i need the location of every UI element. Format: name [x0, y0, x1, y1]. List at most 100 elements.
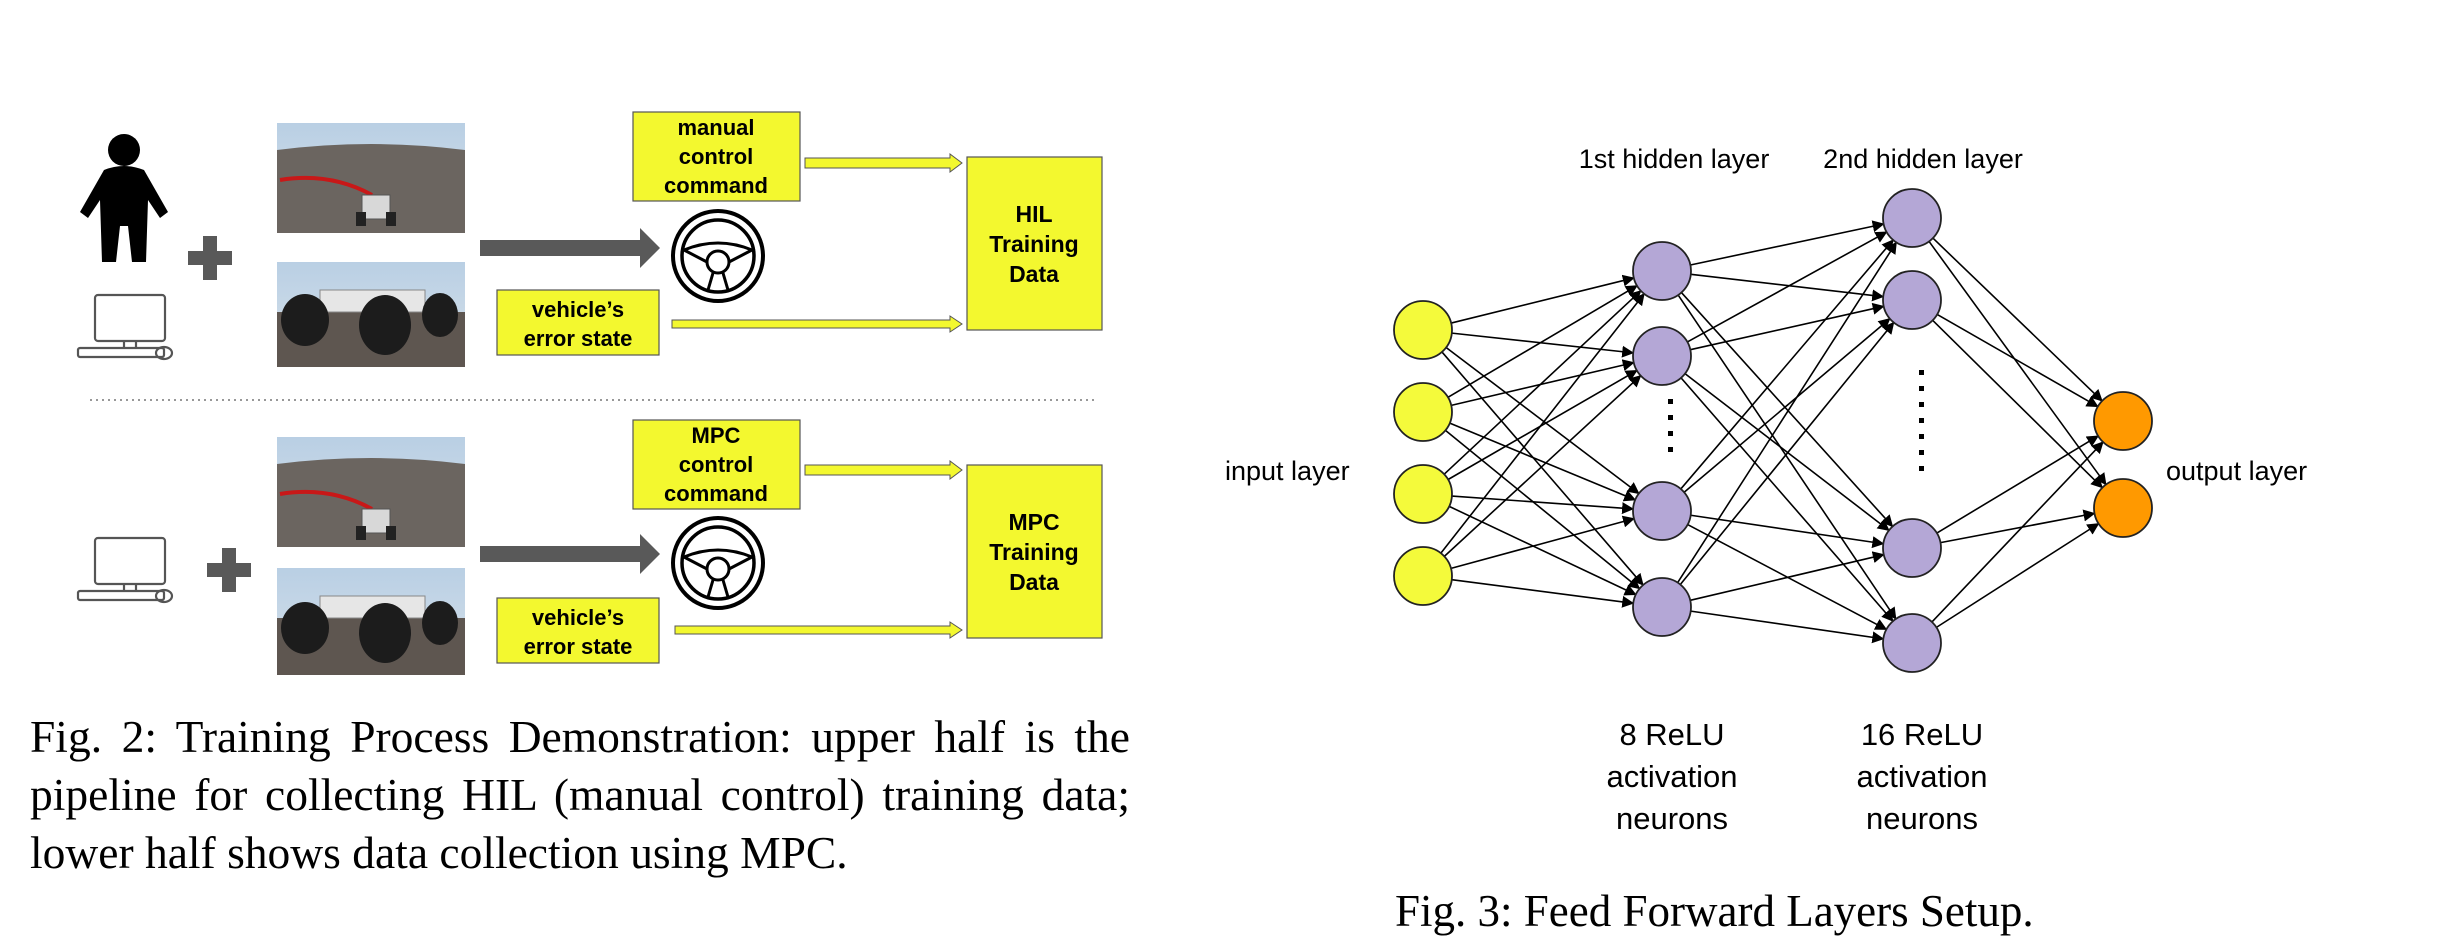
computer-icon — [76, 293, 174, 361]
network-edge — [1690, 273, 1885, 302]
network-edge — [1928, 240, 2107, 486]
data-box-line: Training — [989, 231, 1078, 257]
hidden2-neuron — [1882, 613, 1942, 673]
network-edge — [1449, 422, 1637, 502]
network-edge — [1444, 429, 1641, 590]
fig3-network: 1st hidden layer 2nd hidden layer input … — [1225, 144, 2307, 836]
input-neuron — [1393, 300, 1453, 360]
command-box: manual control command — [632, 111, 801, 202]
person-icon — [80, 134, 168, 262]
network-edge — [1690, 220, 1885, 266]
input-neuron — [1393, 382, 1453, 442]
network-edge — [1677, 294, 1897, 620]
hidden2-label: 2nd hidden layer — [1823, 144, 2023, 174]
hidden2-neuron — [1882, 188, 1942, 248]
training-data-box: MPC Training Data — [966, 464, 1103, 639]
output-neuron — [2093, 478, 2153, 538]
data-box-line: Data — [1009, 569, 1059, 595]
plus-icon — [207, 548, 251, 592]
network-edge — [1450, 274, 1635, 324]
input-neuron — [1393, 464, 1453, 524]
network-edges — [1440, 220, 2107, 644]
network-edge — [1931, 441, 2104, 623]
network-edge — [1940, 509, 2096, 544]
ellipsis-dots — [1919, 370, 1924, 471]
command-to-data-arrow — [804, 460, 963, 480]
network-edge — [1451, 332, 1635, 358]
fig3-caption: Fig. 3: Feed Forward Layers Setup. — [1395, 886, 2034, 936]
network-edge — [1932, 319, 2104, 489]
hidden2-note-line: neurons — [1866, 801, 1978, 836]
network-edge — [1690, 551, 1885, 602]
network-edge — [1687, 231, 1888, 343]
error-box-line: vehicle’s — [532, 297, 624, 322]
ellipsis-dots — [1668, 399, 1673, 452]
data-box-line: MPC — [1008, 509, 1059, 535]
network-edge — [1680, 239, 1894, 490]
network-edge — [1451, 359, 1635, 407]
network-edge — [1443, 374, 1642, 557]
network-edge — [1443, 290, 1642, 475]
hidden1-note-line: 8 ReLU — [1619, 717, 1724, 752]
road-view-image — [277, 123, 465, 233]
steering-wheel-icon — [671, 516, 765, 610]
fig2-caption: Fig. 2: Training Process Demonstration: … — [30, 711, 1130, 878]
process-arrow — [480, 228, 660, 268]
network-edge — [1690, 610, 1885, 644]
command-box-line: manual — [677, 115, 754, 140]
hidden2-note-line: activation — [1857, 759, 1988, 794]
network-edge — [1935, 522, 2100, 629]
input-layer-label: input layer — [1225, 456, 1350, 486]
network-edge — [1690, 302, 1885, 351]
data-box-line: Training — [989, 539, 1078, 565]
network-edge — [1683, 318, 1891, 493]
network-nodes — [1393, 188, 2153, 673]
process-arrow — [480, 534, 660, 574]
computer-icon — [76, 536, 174, 604]
network-edge — [1440, 293, 1645, 554]
command-box-line: command — [664, 173, 768, 198]
vehicle-image — [277, 568, 465, 675]
network-edge — [1936, 313, 2099, 408]
error-to-data-arrow — [674, 621, 963, 639]
data-box-line: Data — [1009, 261, 1059, 287]
hidden1-note-line: activation — [1607, 759, 1738, 794]
network-edge — [1441, 351, 1644, 586]
error-to-data-arrow — [671, 315, 963, 333]
output-neuron — [2093, 391, 2153, 451]
output-layer-label: output layer — [2166, 456, 2307, 486]
command-box: MPC control command — [632, 419, 801, 510]
network-edge — [1448, 505, 1637, 596]
hidden1-label: 1st hidden layer — [1579, 144, 1770, 174]
network-edge — [1451, 495, 1635, 515]
error-box-line: error state — [524, 326, 633, 351]
hidden1-neuron — [1632, 241, 1692, 301]
network-edge — [1690, 514, 1885, 549]
plus-icon — [188, 236, 232, 280]
data-box-line: HIL — [1015, 201, 1052, 227]
command-to-data-arrow — [804, 153, 963, 173]
hidden2-neuron — [1882, 518, 1942, 578]
network-edge — [1450, 515, 1635, 570]
network-edge — [1445, 346, 1640, 495]
command-box-line: command — [664, 481, 768, 506]
error-box-line: error state — [524, 634, 633, 659]
training-data-box: HIL Training Data — [966, 156, 1103, 331]
hidden2-note-line: 16 ReLU — [1861, 717, 1983, 752]
error-box: vehicle’s error state — [496, 597, 660, 664]
network-edge — [1677, 241, 1897, 584]
vehicle-image — [277, 262, 465, 367]
command-box-line: control — [679, 144, 754, 169]
fig2-pipeline: manual control command vehicle’s error s… — [76, 111, 1103, 675]
hidden1-neuron — [1632, 481, 1692, 541]
network-edge — [1932, 237, 2103, 402]
command-box-line: control — [679, 452, 754, 477]
error-box-line: vehicle’s — [532, 605, 624, 630]
network-edge — [1680, 377, 1894, 622]
network-edge — [1936, 435, 2100, 534]
network-edge — [1451, 578, 1635, 608]
road-view-image — [277, 437, 465, 547]
network-edge — [1679, 321, 1895, 586]
hidden1-neuron — [1632, 326, 1692, 386]
steering-wheel-icon — [671, 209, 765, 303]
